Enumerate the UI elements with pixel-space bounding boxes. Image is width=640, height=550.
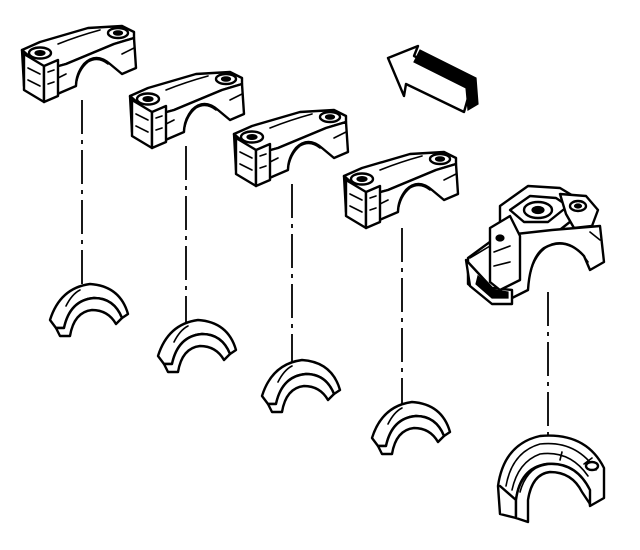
bearing-cap-3: [232, 108, 350, 188]
bearing-cap-1: [20, 24, 138, 104]
bearing-cap-4: [342, 150, 460, 230]
front-direction-arrow-icon: [386, 44, 479, 114]
bearing-shell-2: [156, 318, 238, 374]
alignment-lines: [81, 100, 549, 458]
bearing-cap-5-rear: [464, 184, 606, 306]
bearing-shell-4: [370, 400, 452, 456]
bearing-cap-2: [128, 70, 246, 150]
bearing-shell-5-thrust: [496, 434, 606, 524]
bearing-shell-1: [48, 282, 130, 338]
bearing-shell-3: [260, 358, 342, 414]
